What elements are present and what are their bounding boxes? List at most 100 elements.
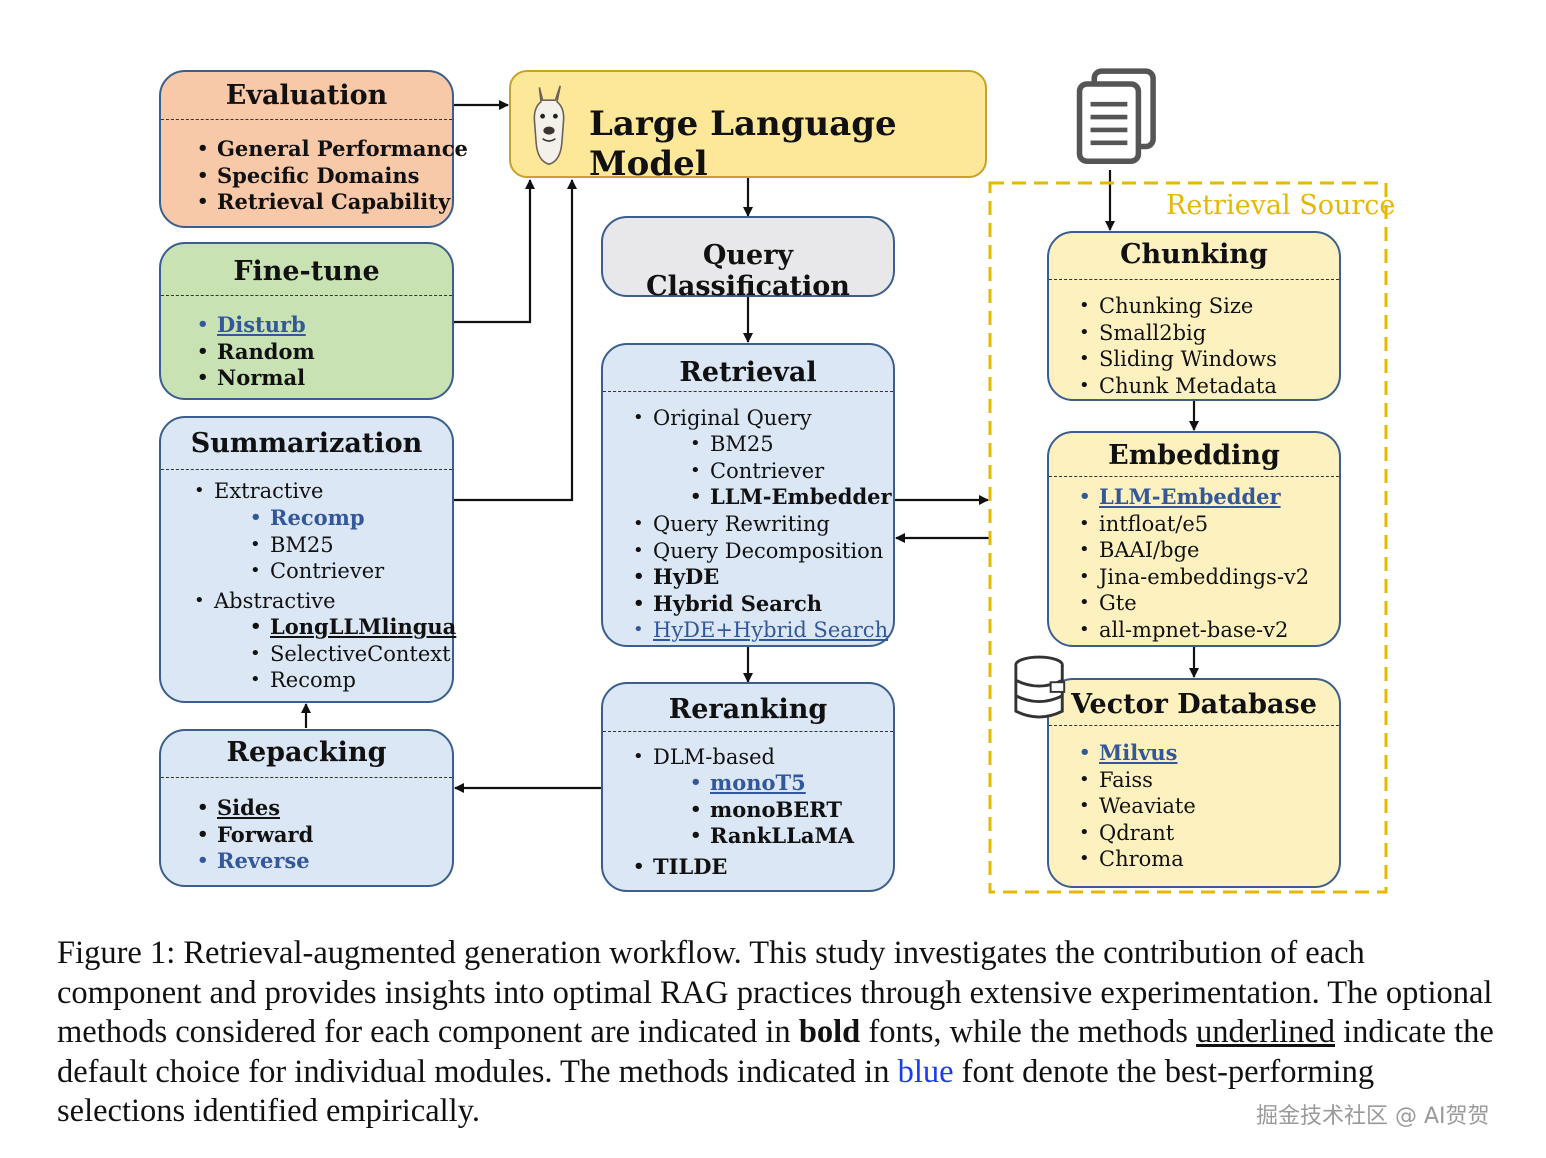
list-item: Original Query	[633, 405, 812, 432]
list-item: Gte	[1079, 590, 1309, 617]
vector-database-title: Vector Database	[1071, 689, 1317, 720]
list-item: TILDE	[633, 854, 728, 881]
retrieval-source-label: Retrieval Source	[1166, 190, 1396, 221]
query-classification-box: Query Classification	[601, 216, 895, 302]
extractive-list: Recomp BM25 Contriever	[250, 505, 384, 585]
list-item: Weaviate	[1079, 793, 1196, 820]
divider	[603, 391, 893, 392]
list-item: Specific Domains	[197, 163, 468, 190]
list-item: Milvus	[1079, 740, 1196, 767]
list-item: HyDE	[633, 564, 888, 591]
abstractive-list: LongLLMlingua SelectiveContext Recomp	[250, 614, 456, 694]
divider	[603, 731, 893, 732]
evaluation-box: Evaluation General Performance Specific …	[159, 70, 468, 228]
list-item: Faiss	[1079, 767, 1196, 794]
query-classification-title: Query Classification	[646, 240, 850, 302]
list-item: monoBERT	[690, 797, 854, 824]
embedding-box: Embedding LLM-Embedder intfloat/e5 BAAI/…	[1047, 431, 1341, 647]
list-item: Qdrant	[1079, 820, 1196, 847]
finetune-box: Fine-tune Disturb Random Normal	[159, 242, 454, 400]
vector-database-list: Milvus Faiss Weaviate Qdrant Chroma	[1079, 740, 1196, 873]
list-item: Query Decomposition	[633, 538, 888, 565]
list-item: HyDE+Hybrid Search	[633, 617, 888, 644]
list-item: Retrieval Capability	[197, 189, 468, 216]
retrieval-list: Original Query	[633, 405, 812, 432]
caption-blue: blue	[897, 1053, 954, 1090]
list-item: Jina-embeddings-v2	[1079, 564, 1309, 591]
caption-underlined: underlined	[1196, 1014, 1336, 1050]
figure-caption: Figure 1: Retrieval-augmented generation…	[57, 934, 1497, 1132]
list-item: Recomp	[250, 505, 384, 532]
llm-title: Large Language Model	[589, 104, 897, 184]
divider	[1049, 476, 1339, 477]
chunking-box: Chunking Chunking Size Small2big Sliding…	[1047, 231, 1341, 401]
list-item: Normal	[197, 365, 315, 392]
list-item: BAAI/bge	[1079, 537, 1309, 564]
list-item: monoT5	[690, 770, 854, 797]
list-item: Disturb	[197, 312, 315, 339]
caption-text-1: Figure 1: Retrieval-augmented generation…	[57, 935, 1493, 1050]
reranking-title: Reranking	[668, 694, 828, 725]
list-item: BM25	[250, 532, 384, 559]
retrieval-box: Retrieval Original Query BM25 Contriever…	[601, 343, 895, 647]
documents-icon	[1076, 68, 1156, 164]
list-item: Forward	[197, 822, 313, 849]
list-item: BM25	[690, 431, 892, 458]
evaluation-list: General Performance Specific Domains Ret…	[197, 136, 468, 216]
divider	[1049, 279, 1339, 280]
list-item: intfloat/e5	[1079, 511, 1309, 538]
evaluation-title: Evaluation	[225, 80, 388, 111]
list-item: Chunking Size	[1079, 293, 1277, 320]
finetune-title: Fine-tune	[233, 256, 380, 287]
list-item: SelectiveContext	[250, 641, 456, 668]
repacking-box: Repacking Sides Forward Reverse	[159, 729, 454, 887]
list-item: Recomp	[250, 667, 456, 694]
reranking-list-2: TILDE	[633, 854, 728, 881]
summarization-list: Extractive	[194, 478, 323, 505]
chunking-list: Chunking Size Small2big Sliding Windows …	[1079, 293, 1277, 400]
divider	[161, 777, 452, 778]
list-item: Abstractive	[194, 588, 336, 615]
list-item: Extractive	[194, 478, 323, 505]
caption-text-2: fonts, while the methods	[860, 1014, 1197, 1050]
list-item: LongLLMlingua	[250, 614, 456, 641]
list-item: Query Rewriting	[633, 511, 888, 538]
list-item: Sides	[197, 795, 313, 822]
watermark: 掘金技术社区 @ AI贺贺	[1256, 1104, 1490, 1129]
list-item: all-mpnet-base-v2	[1079, 617, 1309, 644]
caption-text-3: indicate the default choice for individu…	[57, 1014, 1494, 1090]
divider	[1049, 725, 1339, 726]
caption-text-4: font denote the best-performing selectio…	[57, 1053, 1375, 1130]
chunking-title: Chunking	[1120, 239, 1268, 270]
list-item: Contriever	[690, 458, 892, 485]
repacking-title: Repacking	[226, 737, 387, 768]
divider	[161, 295, 452, 296]
list-item: General Performance	[197, 136, 468, 163]
list-item: Chroma	[1079, 846, 1196, 873]
arrow-summarization-llm	[454, 179, 577, 502]
list-item: Contriever	[250, 558, 384, 585]
summarization-list-2: Abstractive	[194, 588, 336, 615]
summarization-title: Summarization	[190, 428, 423, 459]
summarization-box: Summarization Extractive Recomp BM25 Con…	[159, 416, 456, 703]
list-item: Chunk Metadata	[1079, 373, 1277, 400]
list-item: Small2big	[1079, 320, 1277, 347]
vector-database-box: Vector Database Milvus Faiss Weaviate Qd…	[1047, 678, 1341, 888]
original-query-list: BM25 Contriever LLM-Embedder	[690, 431, 892, 511]
llama-icon	[533, 85, 565, 166]
reranking-list: DLM-based	[633, 744, 775, 771]
reranking-box: Reranking DLM-based monoT5 monoBERT Rank…	[601, 682, 895, 892]
list-item: Sliding Windows	[1079, 346, 1277, 373]
list-item: Random	[197, 339, 315, 366]
divider	[161, 119, 452, 120]
list-item: RankLLaMA	[690, 823, 854, 850]
list-item: DLM-based	[633, 744, 775, 771]
retrieval-title: Retrieval	[679, 357, 817, 388]
list-item: Hybrid Search	[633, 591, 888, 618]
list-item: LLM-Embedder	[690, 484, 892, 511]
list-item: Reverse	[197, 848, 313, 875]
embedding-list: LLM-Embedder intfloat/e5 BAAI/bge Jina-e…	[1079, 484, 1309, 644]
embedding-title: Embedding	[1108, 440, 1280, 471]
repacking-list: Sides Forward Reverse	[197, 795, 313, 875]
